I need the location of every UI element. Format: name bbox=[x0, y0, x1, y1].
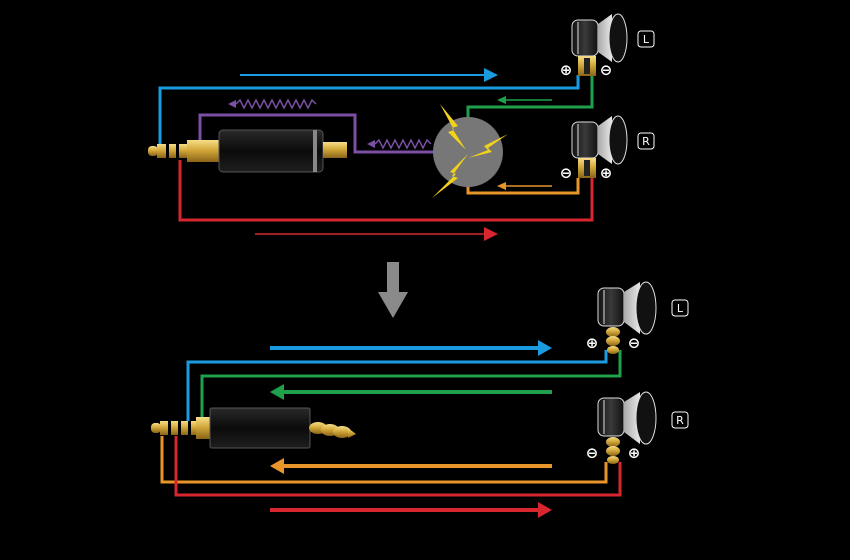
top-right-channel-label: R bbox=[642, 135, 650, 148]
bottom-right-badge: R bbox=[671, 411, 689, 429]
bottom-orange-wire bbox=[160, 436, 608, 484]
top-left-earphone bbox=[571, 13, 628, 76]
top-left-badge: L bbox=[637, 30, 655, 48]
interference-disc bbox=[433, 117, 503, 187]
bottom-right-earphone bbox=[597, 391, 657, 464]
lightning-bolt-icon bbox=[468, 134, 508, 158]
bottom-red-arrow bbox=[270, 502, 552, 518]
top-orange-arrow bbox=[497, 182, 552, 190]
twisted-cable bbox=[309, 422, 356, 438]
top-flow-arrows bbox=[228, 68, 552, 241]
top-left-minus-symbol: ⊖ bbox=[600, 61, 613, 79]
bottom-orange-arrow bbox=[270, 458, 552, 474]
top-blue-arrow bbox=[240, 68, 498, 82]
bottom-green-arrow bbox=[270, 384, 552, 400]
bottom-diagram: L ⊕ ⊖ R ⊖ ⊕ bbox=[151, 281, 689, 518]
top-right-minus-symbol: ⊖ bbox=[560, 164, 573, 182]
top-3-pole-plug bbox=[148, 129, 347, 173]
bottom-red-wire bbox=[174, 436, 622, 497]
lightning-bolt-icon bbox=[432, 154, 468, 198]
top-right-badge: R bbox=[637, 132, 655, 150]
top-diagram: L ⊕ ⊖ R ⊖ ⊕ bbox=[148, 13, 655, 241]
interference-crosstalk bbox=[432, 104, 508, 198]
bottom-blue-wire bbox=[186, 350, 608, 422]
top-blue-wire bbox=[158, 75, 580, 148]
top-purple-noise-arrow-upper bbox=[228, 98, 317, 110]
top-red-wire bbox=[178, 160, 594, 222]
bottom-blue-arrow bbox=[270, 340, 552, 356]
bottom-green-wire bbox=[200, 350, 622, 422]
bottom-right-minus-symbol: ⊖ bbox=[586, 444, 599, 462]
bottom-flow-arrows bbox=[270, 340, 552, 518]
bottom-left-minus-symbol: ⊖ bbox=[628, 334, 641, 352]
top-right-earphone bbox=[571, 115, 628, 178]
transition-down-arrow bbox=[378, 262, 408, 318]
bottom-right-plus-symbol: ⊕ bbox=[628, 444, 641, 462]
top-green-arrow bbox=[497, 96, 552, 104]
bottom-left-channel-label: L bbox=[677, 302, 684, 315]
bottom-left-earphone bbox=[597, 281, 657, 354]
top-right-plus-symbol: ⊕ bbox=[600, 164, 613, 182]
top-red-arrow bbox=[255, 227, 498, 241]
bottom-left-badge: L bbox=[671, 299, 689, 317]
bottom-left-twisted-lead bbox=[606, 327, 620, 354]
bottom-right-channel-label: R bbox=[676, 414, 684, 427]
top-purple-wire bbox=[198, 113, 468, 154]
top-left-plus-symbol: ⊕ bbox=[560, 61, 573, 79]
bottom-4-pole-plug bbox=[151, 407, 356, 449]
bottom-left-plus-symbol: ⊕ bbox=[586, 334, 599, 352]
top-purple-noise-arrow-lower bbox=[367, 138, 432, 150]
lightning-bolt-icon bbox=[440, 104, 466, 150]
top-left-channel-label: L bbox=[643, 33, 650, 46]
bottom-right-twisted-lead bbox=[606, 437, 620, 464]
bottom-wires bbox=[160, 350, 622, 497]
